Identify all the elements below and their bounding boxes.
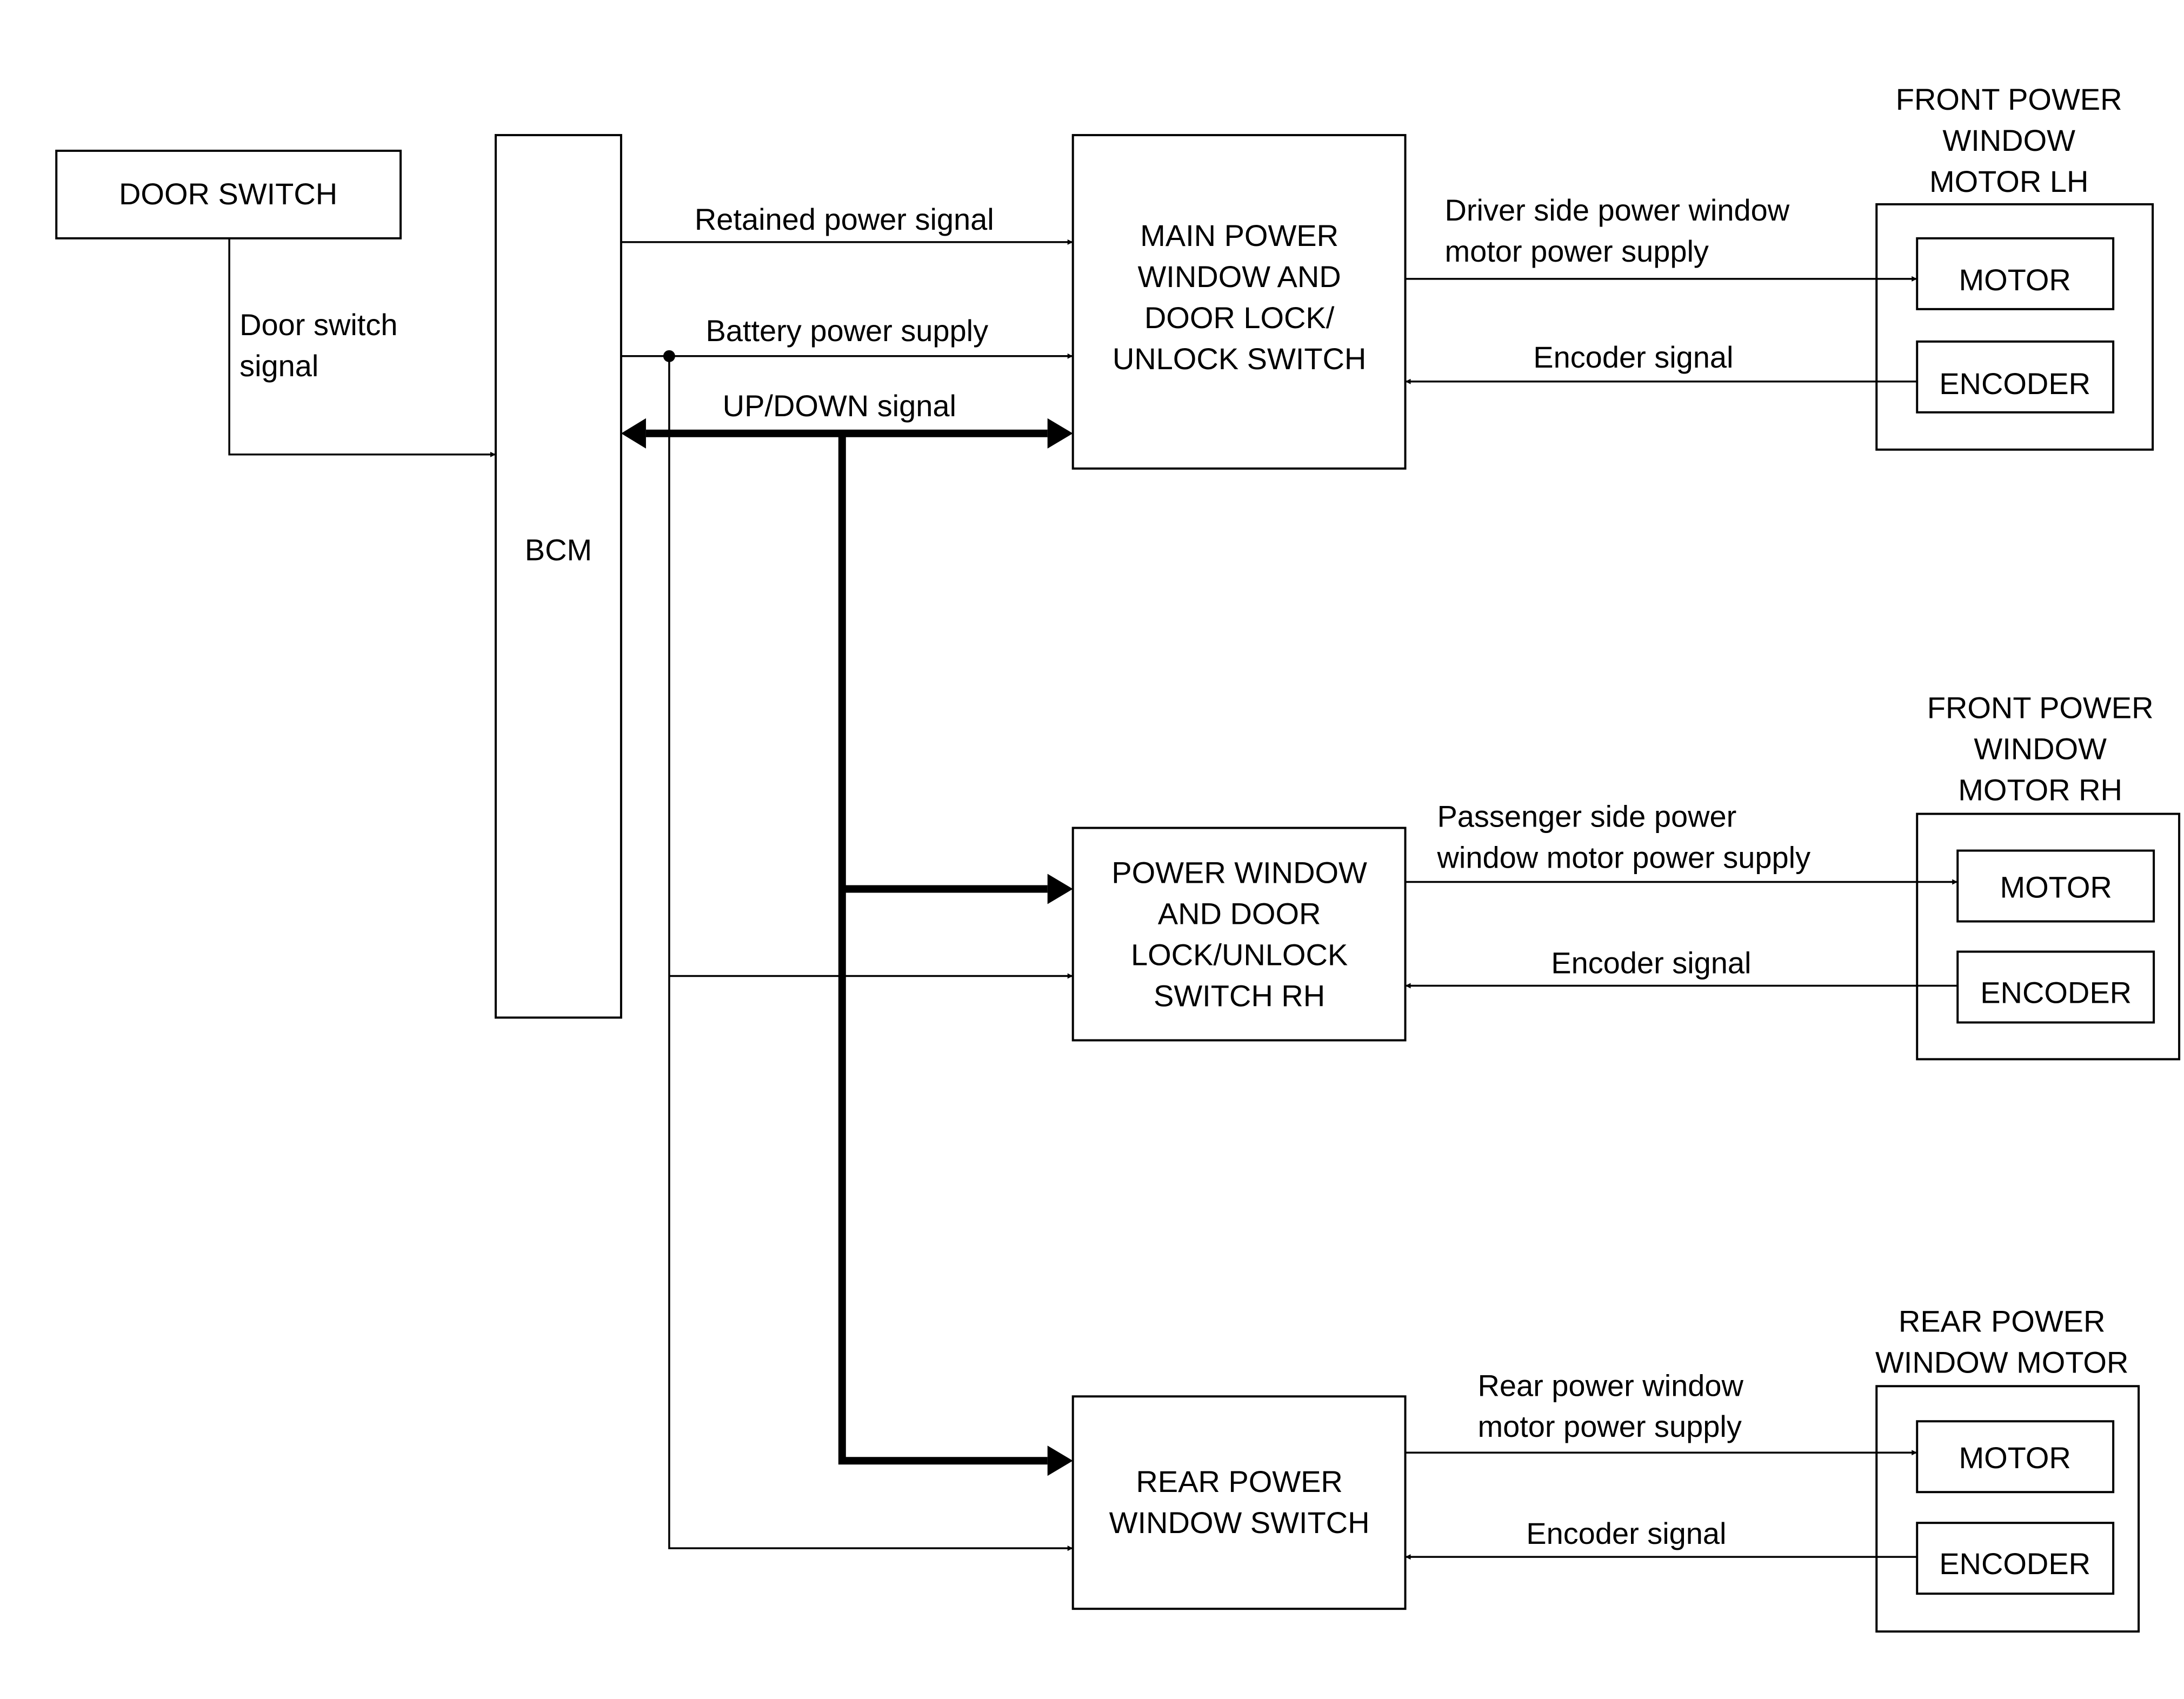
driver-supply-label-line1: Driver side power window — [1444, 193, 1789, 227]
bcm-label: BCM — [525, 533, 592, 567]
switch-rh-label-line2: AND DOOR — [1158, 897, 1321, 931]
diagram-canvas: DOOR SWITCH BCM MAIN POWER WINDOW AND DO… — [55, 82, 2181, 1633]
encoder-lh-wire: Encoder signal — [1405, 340, 1917, 384]
door-switch-block: DOOR SWITCH — [55, 149, 402, 239]
encoder-lh-label: Encoder signal — [1533, 340, 1733, 374]
retained-power-wire: Retained power signal — [621, 202, 1073, 245]
rear-motor-title-line2: WINDOW MOTOR — [1875, 1345, 2128, 1379]
front-motor-lh-assembly: FRONT POWER WINDOW MOTOR LH MOTOR ENCODE… — [1875, 82, 2154, 451]
front-motor-lh-title-line3: MOTOR LH — [1929, 164, 2088, 198]
encoder-rh-label: Encoder signal — [1551, 945, 1751, 980]
driver-supply-wire: Driver side power window motor power sup… — [1405, 193, 1917, 282]
front-lh-motor-box — [1916, 237, 2115, 310]
main-switch-label-line4: UNLOCK SWITCH — [1113, 342, 1367, 376]
switch-rh-label-line1: POWER WINDOW — [1111, 856, 1367, 890]
door-switch-signal-label-line2: signal — [239, 349, 318, 383]
up-down-arrow-rear — [1047, 1445, 1073, 1476]
passenger-supply-label-line1: Passenger side power — [1437, 799, 1736, 834]
switch-rh-label-line4: SWITCH RH — [1154, 978, 1325, 1012]
front-lh-encoder-label: ENCODER — [1939, 367, 2090, 401]
main-switch-block: MAIN POWER WINDOW AND DOOR LOCK/ UNLOCK … — [1071, 134, 1407, 470]
up-down-arrow-left — [621, 418, 646, 449]
up-down-arrow-rh — [1047, 874, 1073, 904]
rear-motor-box — [1916, 1420, 2115, 1494]
rear-switch-label-line2: WINDOW SWITCH — [1109, 1505, 1370, 1540]
rear-encoder-box — [1916, 1522, 2115, 1595]
rear-motor-assembly: REAR POWER WINDOW MOTOR MOTOR ENCODER — [1875, 1304, 2140, 1633]
battery-power-junction — [663, 350, 675, 362]
passenger-supply-label-line2: window motor power supply — [1436, 841, 1810, 875]
door-switch-signal-wire: Door switch signal — [228, 238, 496, 457]
rear-encoder-label: ENCODER — [1939, 1547, 2090, 1581]
rear-switch-label-line1: REAR POWER — [1136, 1464, 1343, 1498]
encoder-rear-wire: Encoder signal — [1405, 1516, 1917, 1560]
front-rh-encoder-label: ENCODER — [1980, 975, 2132, 1009]
front-motor-rh-assembly: FRONT POWER WINDOW MOTOR RH MOTOR ENCODE… — [1916, 691, 2181, 1061]
front-rh-motor-label: MOTOR — [2000, 870, 2112, 904]
front-lh-encoder-box — [1916, 340, 2115, 414]
main-switch-label-line3: DOOR LOCK/ — [1144, 301, 1335, 335]
front-motor-lh-title-line1: FRONT POWER — [1896, 82, 2122, 116]
battery-power-label: Battery power supply — [705, 314, 988, 348]
front-motor-rh-title-line2: WINDOW — [1974, 732, 2107, 766]
front-rh-motor-box — [1956, 849, 2155, 923]
switch-rh-block: POWER WINDOW AND DOOR LOCK/UNLOCK SWITCH… — [1071, 827, 1407, 1042]
up-down-arrow-right — [1047, 418, 1073, 449]
rear-motor-title-line1: REAR POWER — [1899, 1304, 2105, 1338]
front-lh-motor-label: MOTOR — [1959, 263, 2071, 297]
front-motor-lh-title-line2: WINDOW — [1942, 123, 2075, 157]
encoder-rear-label: Encoder signal — [1526, 1516, 1726, 1550]
encoder-rh-wire: Encoder signal — [1405, 945, 1958, 989]
rear-motor-label: MOTOR — [1959, 1441, 2071, 1475]
main-switch-label-line1: MAIN POWER — [1140, 218, 1339, 252]
bcm-block: BCM — [494, 134, 622, 1019]
switch-rh-label-line3: LOCK/UNLOCK — [1131, 937, 1348, 971]
rear-switch-block: REAR POWER WINDOW SWITCH — [1071, 1395, 1407, 1610]
front-motor-rh-title-line1: FRONT POWER — [1927, 691, 2154, 725]
front-rh-encoder-box — [1956, 950, 2155, 1024]
rear-supply-wire: Rear power window motor power supply — [1405, 1368, 1917, 1456]
up-down-signal-bus: UP/DOWN signal — [621, 389, 1073, 1476]
rear-supply-label-line2: motor power supply — [1477, 1409, 1741, 1443]
retained-power-label: Retained power signal — [695, 202, 994, 236]
passenger-supply-wire: Passenger side power window motor power … — [1405, 799, 1958, 885]
driver-supply-label-line2: motor power supply — [1444, 234, 1708, 268]
door-switch-signal-label-line1: Door switch — [239, 308, 397, 342]
door-switch-label: DOOR SWITCH — [119, 177, 337, 211]
rear-supply-label-line1: Rear power window — [1477, 1368, 1743, 1402]
main-switch-label-line2: WINDOW AND — [1137, 259, 1341, 294]
battery-power-wire: Battery power supply — [621, 314, 1073, 1551]
front-motor-rh-title-line3: MOTOR RH — [1958, 773, 2122, 807]
up-down-label: UP/DOWN signal — [723, 389, 956, 423]
